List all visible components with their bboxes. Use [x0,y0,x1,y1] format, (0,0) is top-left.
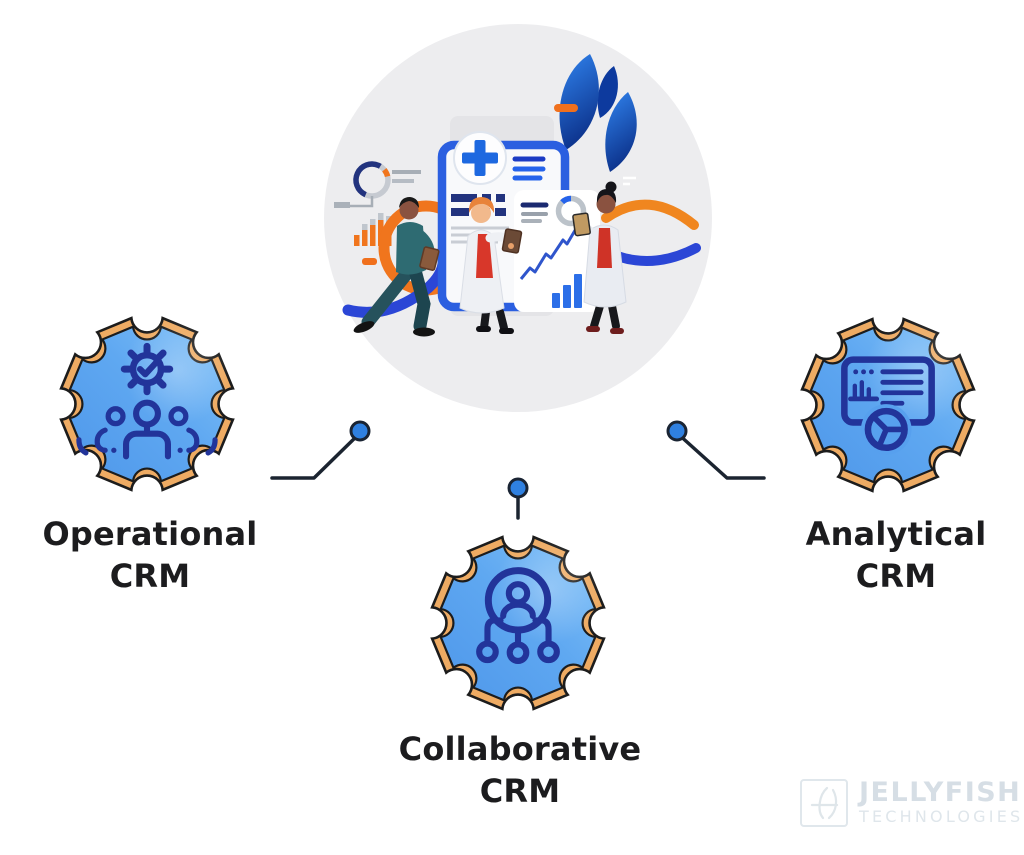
watermark-subtitle: TECHNOLOGIES [859,807,1024,826]
gear-team-icon [76,342,218,460]
badge-analytical [792,309,984,501]
dashboard-pie-chart-icon [841,356,935,455]
label-line: Collaborative [398,730,642,768]
jellyfish-logo-icon [800,779,848,827]
clipboard-icon [572,212,591,237]
watermark-brand: JELLYFISH [859,777,1022,808]
label-collaborative: Collaborative CRM [355,728,685,812]
tablet-icon [501,228,523,254]
label-line: Operational [42,515,258,553]
woman-figure-center [459,197,523,334]
label-line: Analytical [805,515,987,553]
connector-operational [270,431,362,480]
leaves-decoration [559,54,637,186]
label-operational: Operational CRM [10,513,290,597]
label-analytical: Analytical CRM [756,513,1024,597]
bar-chart-blue-icon [552,274,582,308]
connector-dot [507,477,529,499]
center-illustration [324,24,712,412]
orange-wave-right [601,199,699,230]
woman-figure-right [572,181,627,334]
tablet-icon [419,246,440,271]
label-line: CRM [855,557,937,595]
line-chart-icon [519,226,579,280]
donut-chart-icon [334,161,421,208]
label-line: CRM [479,772,561,810]
user-network-icon [476,567,560,665]
connector-dot [666,420,688,442]
label-line: CRM [109,557,191,595]
connector-analytical [675,431,766,480]
watermark: JELLYFISH TECHNOLOGIES [800,779,1023,827]
orange-dash [554,104,578,112]
badge-operational [51,308,243,500]
badge-collaborative [422,527,614,719]
man-figure [353,197,440,337]
connector-dot [349,420,371,442]
